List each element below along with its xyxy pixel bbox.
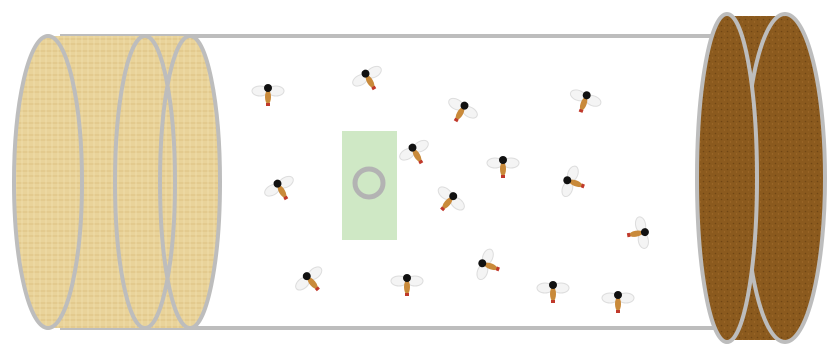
fruit-fly-icon bbox=[252, 84, 284, 106]
fruit-fly-icon bbox=[350, 62, 389, 97]
food-plug-icon bbox=[697, 14, 825, 342]
fruit-fly-icon bbox=[487, 156, 519, 178]
fruit-fly-icon bbox=[473, 247, 505, 285]
fruit-fly-icon bbox=[602, 291, 634, 313]
flies-layer bbox=[252, 62, 652, 313]
fruit-fly-icon bbox=[292, 263, 331, 300]
fruit-fly-icon bbox=[429, 183, 468, 220]
fruit-fly-icon bbox=[391, 274, 423, 296]
fruit-fly-icon bbox=[566, 86, 604, 118]
fruit-fly-icon bbox=[262, 172, 301, 207]
fruit-fly-icon bbox=[624, 216, 651, 251]
fruit-fly-icon bbox=[397, 136, 436, 171]
fruit-fly-icon bbox=[537, 281, 569, 303]
target-patch bbox=[342, 131, 397, 240]
cotton-plug-icon bbox=[14, 36, 220, 328]
fruit-fly-icon bbox=[442, 94, 481, 129]
fruit-fly-icon bbox=[558, 164, 590, 202]
